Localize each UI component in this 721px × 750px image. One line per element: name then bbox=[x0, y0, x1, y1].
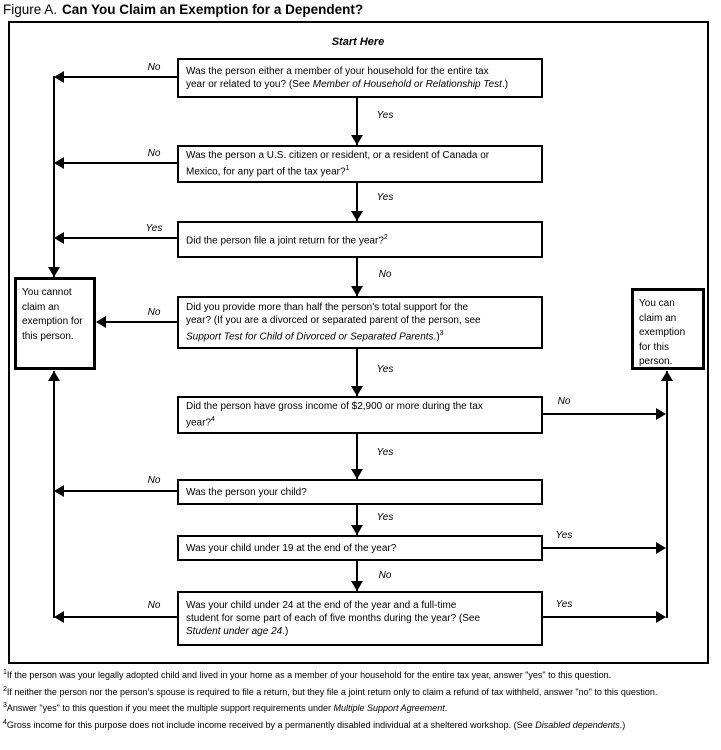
label-q3-no: No bbox=[378, 269, 392, 280]
q3-to-q4-line bbox=[356, 258, 358, 296]
footnote-4: 4Gross income for this purpose does not … bbox=[3, 718, 626, 730]
question-box-household: Was the person either a member of your h… bbox=[177, 58, 543, 98]
q5-no-line bbox=[543, 413, 657, 415]
q1-to-q2-arrowhead-down bbox=[351, 135, 363, 145]
label-q2-yes: Yes bbox=[376, 192, 394, 203]
q7-yes-line bbox=[543, 547, 657, 549]
left-spine-arrowhead-down bbox=[48, 267, 60, 277]
right-spine-line bbox=[666, 371, 668, 618]
question-text: Did you provide more than half the perso… bbox=[186, 302, 481, 343]
label-q6-no: No bbox=[147, 475, 161, 486]
start-here-label: Start Here bbox=[331, 36, 385, 48]
footnote-1: 1If the person was your legally adopted … bbox=[3, 669, 612, 680]
flowchart-frame bbox=[8, 21, 709, 664]
label-q7-yes: Yes bbox=[555, 530, 573, 541]
question-text: Was your child under 24 at the end of th… bbox=[186, 600, 481, 637]
label-q8-no: No bbox=[147, 600, 161, 611]
q7-to-q8-arrowhead-down bbox=[351, 581, 363, 591]
q1-no-arrowhead-left bbox=[54, 71, 64, 83]
left-spine-upper-line bbox=[53, 76, 55, 277]
question-box-your-child: Was the person your child? bbox=[177, 479, 543, 505]
question-text: Was the person your child? bbox=[186, 486, 307, 498]
q5-no-arrowhead-right bbox=[656, 408, 666, 420]
q4-to-q5-arrowhead-down bbox=[351, 386, 363, 396]
q4-no-arrowhead-left bbox=[96, 316, 106, 328]
q8-no-arrowhead-left bbox=[54, 611, 64, 623]
q7-yes-arrowhead-right bbox=[656, 542, 666, 554]
q3-yes-arrowhead-left bbox=[54, 232, 64, 244]
footnote-2: 2If neither the person nor the person's … bbox=[3, 685, 658, 697]
title-prefix: Figure A. bbox=[3, 2, 58, 17]
q7-to-q8-line bbox=[356, 561, 358, 591]
label-q1-no: No bbox=[147, 62, 161, 73]
outcome-box-cannot-claim: You cannot claim an exemption for this p… bbox=[14, 277, 96, 370]
label-q2-no: No bbox=[147, 148, 161, 159]
label-q8-yes: Yes bbox=[555, 599, 573, 610]
question-text: Did the person have gross income of $2,9… bbox=[186, 401, 483, 429]
label-q4-yes: Yes bbox=[376, 364, 394, 375]
q1-to-q2-line bbox=[356, 98, 358, 145]
q5-to-q6-line bbox=[356, 434, 358, 479]
q2-no-line bbox=[63, 162, 177, 164]
q8-yes-line bbox=[543, 616, 657, 618]
q3-to-q4-arrowhead-down bbox=[351, 286, 363, 296]
label-q5-no: No bbox=[557, 396, 571, 407]
question-box-joint-return: Did the person file a joint return for t… bbox=[177, 221, 543, 258]
q4-no-line bbox=[105, 321, 177, 323]
q8-yes-arrowhead-right bbox=[656, 611, 666, 623]
q3-yes-line bbox=[63, 237, 177, 239]
question-text: Was the person a U.S. citizen or residen… bbox=[186, 150, 490, 178]
q1-no-line bbox=[63, 76, 177, 78]
question-text: Was your child under 19 at the end of th… bbox=[186, 542, 397, 554]
outcome-text: You cannot claim an exemption for this p… bbox=[22, 287, 83, 342]
label-q3-yes: Yes bbox=[145, 223, 163, 234]
q4-to-q5-line bbox=[356, 349, 358, 396]
q6-no-arrowhead-left bbox=[54, 485, 64, 497]
q6-to-q7-line bbox=[356, 505, 358, 535]
footnote-3: 3Answer "yes" to this question if you me… bbox=[3, 702, 448, 713]
question-box-gross-income: Did the person have gross income of $2,9… bbox=[177, 396, 543, 434]
question-text: Did the person file a joint return for t… bbox=[186, 234, 388, 247]
label-q6-yes: Yes bbox=[376, 512, 394, 523]
outcome-box-can-claim: You can claim an exemption for this pers… bbox=[631, 288, 705, 370]
question-box-support: Did you provide more than half the perso… bbox=[177, 296, 543, 349]
page-title: Figure A. Can You Claim an Exemption for … bbox=[3, 2, 363, 17]
q2-to-q3-line bbox=[356, 183, 358, 221]
footnotes: 1If the person was your legally adopted … bbox=[3, 667, 717, 733]
q2-to-q3-arrowhead-down bbox=[351, 211, 363, 221]
q8-no-line bbox=[63, 616, 177, 618]
label-q7-no: No bbox=[378, 570, 392, 581]
label-q1-yes: Yes bbox=[376, 110, 394, 121]
q5-to-q6-arrowhead-down bbox=[351, 469, 363, 479]
q6-to-q7-arrowhead-down bbox=[351, 525, 363, 535]
label-q5-yes: Yes bbox=[376, 447, 394, 458]
q2-no-arrowhead-left bbox=[54, 157, 64, 169]
question-box-citizen: Was the person a U.S. citizen or residen… bbox=[177, 145, 543, 183]
title-main: Can You Claim an Exemption for a Depende… bbox=[62, 2, 364, 17]
question-text: Was the person either a member of your h… bbox=[186, 66, 509, 90]
label-q4-no: No bbox=[147, 307, 161, 318]
q6-no-line bbox=[63, 490, 177, 492]
question-box-under-24: Was your child under 24 at the end of th… bbox=[177, 591, 543, 646]
question-box-under-19: Was your child under 19 at the end of th… bbox=[177, 535, 543, 561]
outcome-text: You can claim an exemption for this pers… bbox=[639, 298, 686, 367]
